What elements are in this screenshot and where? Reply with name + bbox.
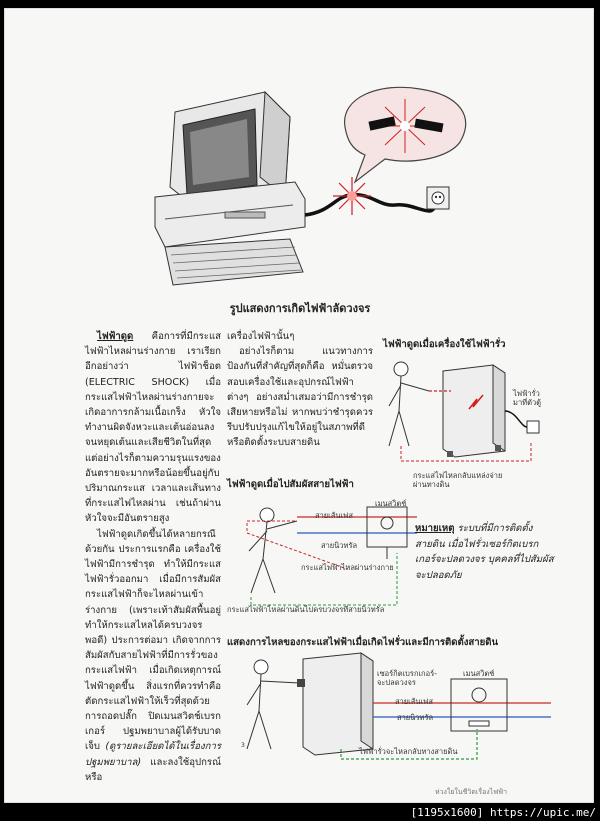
paragraph-text: ไฟฟ้าดูดเกิดขึ้นได้หลายกรณีด้วยกัน ประกา… [85,528,221,753]
keyboard-icon [164,238,304,286]
label-ground-return: ไฟฟ้ารั่วจะไหลกลับทางสายดิน [359,747,458,756]
person-icon [246,659,300,750]
image-watermark: [1195x1600] https://upic.me/ [408,806,598,819]
paragraph-causes: ไฟฟ้าดูดเกิดขึ้นได้หลายกรณีด้วยกัน ประกา… [85,527,221,785]
paragraph-electric-shock: ไฟฟ้าดูด คือการที่มีกระแสไฟฟ้าไหลผ่านร่า… [85,329,221,527]
note-box: หมายเหตุ ระบบที่มีการติดตั้งสายดิน เมื่อ… [415,521,555,583]
monitor-icon [169,90,291,208]
appliance-cabinet-icon [442,364,506,458]
label-live-wire: สายเส้นเฟส [315,511,353,520]
figure-3-marker: 3 [241,742,245,749]
figure-2-title: ไฟฟ้าดูดเมื่อไปสัมผัสสายไฟฟ้า [227,479,354,490]
label-neutral-wire: สายนิวทรัล [321,541,358,550]
computer-short-circuit-illustration [154,86,467,286]
paragraph-text: และลงใช้อุปกรณ์หรือ [85,756,221,783]
label-ground-current: กระแสไฟฟ้าไหลผ่านดินไปครบวงจรที่สายนิวทร… [227,605,385,614]
ground-wire [340,729,478,760]
ground-current-path [250,553,398,606]
label-main-switch: เมนสวิตช์ [463,669,495,678]
figure-2-wire-contact [246,506,417,606]
label-live-wire: สายเส้นเฟส [395,697,433,706]
paragraph-continued: เครื่องไฟฟ้านั้นๆ [227,331,295,342]
appliance-cabinet-icon [297,652,374,756]
page-footer: ห่วงใยในชีวิตเรื่องไฟฟ้า [435,788,508,796]
leak-spark [468,394,484,410]
document-page: รูปแสดงการเกิดไฟฟ้าลัดวงจร ไฟฟ้าดูด คือก… [4,8,594,803]
text-column-2: เครื่องไฟฟ้านั้นๆ อย่างไรก็ตาม แนวทางการ… [227,329,373,451]
label-main-switch: เมนสวิตช์ [375,499,407,508]
main-switch-icon [366,506,408,559]
socket-icon [526,420,540,434]
system-unit-icon [154,181,306,248]
main-caption: รูปแสดงการเกิดไฟฟ้าลัดวงจร [229,302,371,315]
person-icon [388,361,430,447]
ground-return-path [400,441,532,462]
note-text: ระบบที่มีการติดตั้งสายดิน เมื่อไฟรั่วเซอ… [415,523,554,581]
label-ground-return: กระแสไฟไหลกลับแหล่งจ่าย ผ่านทางดิน [413,471,503,489]
paragraph-text: คือการที่มีกระแสไฟฟ้าไหลผ่านร่างกาย เราเ… [85,331,221,525]
note-label: หมายเหตุ [415,523,455,534]
label-breaker: เซอร์กิตเบรกเกอร์- จะปลดวงจร [377,669,437,687]
person-icon [248,507,298,594]
figure-3-title: แสดงการไหลของกระแสไฟฟ้าเมื่อเกิดไฟรั่วแล… [227,637,499,648]
text-column-1: ไฟฟ้าดูด คือการที่มีกระแสไฟฟ้าไหลผ่านร่า… [85,329,221,785]
paragraph-prevention: อย่างไรก็ตาม แนวทางการป้องกันที่สำคัญที่… [227,346,373,449]
spark-icon [333,177,371,215]
figure-1-title: ไฟฟ้าดูดเมื่อเครื่องใช้ไฟฟ้ารั่ว [383,339,506,350]
label-neutral-wire: สายนิวทรัล [397,713,434,722]
term-electric-shock: ไฟฟ้าดูด [97,331,134,342]
figure-1-appliance-leak [388,361,540,462]
label-body-current: กระแสไฟฟ้าไหลผ่านร่างกาย [301,563,394,572]
wall-socket-icon [426,186,450,210]
figure-3-grounded-system: 3 [241,652,551,760]
label-leak-to-cabinet: ไฟฟ้ารั่ว มาที่ตัวตู้ [513,389,542,407]
first-aid-reference: (ดูรายละเอียดได้ในเรื่องการปฐมพยาบาล) [85,741,221,768]
short-circuit-bubble [344,86,467,184]
power-cable [304,192,437,217]
main-switch-icon [450,678,508,732]
